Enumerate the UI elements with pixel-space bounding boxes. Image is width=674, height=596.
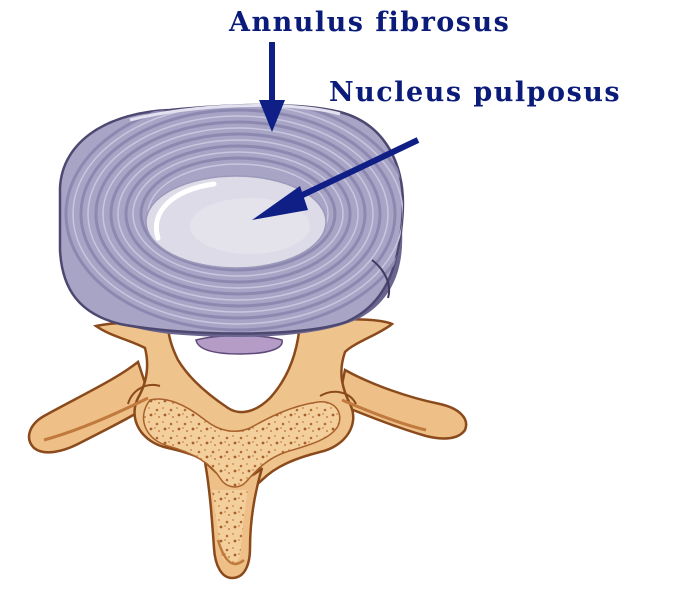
nucleus-pulposus-label: Nucleus pulposus bbox=[329, 79, 621, 106]
annulus-fibrosus-label: Annulus fibrosus bbox=[229, 9, 510, 36]
vertebral-arch bbox=[29, 319, 466, 578]
transverse-process-right bbox=[338, 370, 466, 438]
posterior-ligament bbox=[196, 336, 282, 355]
